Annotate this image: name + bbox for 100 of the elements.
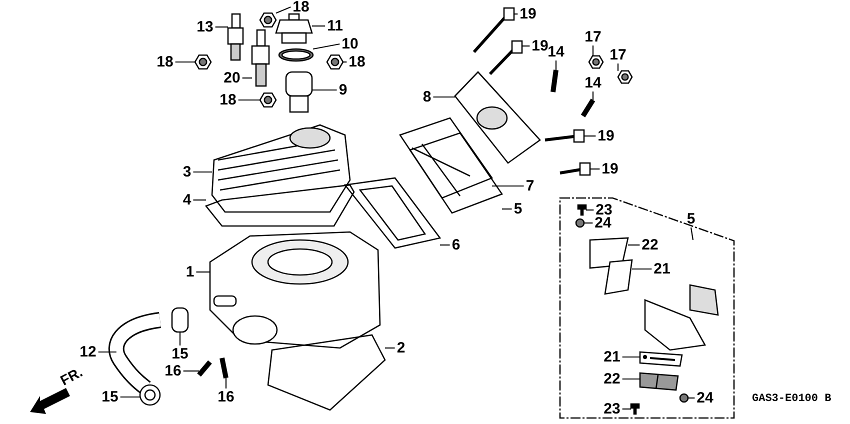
leader-line [343, 61, 347, 63]
callout-number: 1 [186, 264, 194, 280]
callout-number: 24 [594, 216, 612, 230]
front-label: FR. [58, 364, 85, 388]
leader-line [120, 396, 140, 398]
leader-line [622, 378, 640, 380]
o-ring-drawing [278, 48, 314, 62]
clamp-drawing [139, 384, 161, 406]
leader-line [385, 347, 395, 349]
callout-number: 14 [548, 44, 564, 60]
stud-drawing [197, 360, 212, 377]
callout-number: 14 [584, 76, 602, 90]
callout-number: 13 [196, 20, 214, 34]
callout-number: 23 [604, 402, 620, 416]
callout-number: 18 [348, 54, 366, 70]
leader-line [215, 26, 228, 28]
bolt-drawing [560, 162, 591, 176]
washer-drawing [575, 218, 585, 228]
callout-number: 10 [342, 36, 358, 52]
leader-line [193, 171, 212, 173]
leader-line [622, 356, 640, 358]
leader-line [586, 209, 594, 211]
callout-number: 16 [218, 390, 234, 404]
callout-number: 19 [598, 128, 614, 144]
leader-line [433, 96, 455, 98]
nut-drawing [617, 70, 633, 84]
leader-line [632, 268, 652, 270]
leader-line [440, 244, 450, 246]
callout-number: 18 [292, 0, 310, 14]
callout-number: 17 [584, 30, 602, 44]
stud-drawing [550, 70, 558, 92]
leader-line [622, 408, 631, 410]
leader-line [179, 332, 181, 346]
leader-line [312, 89, 337, 91]
stud-drawing [220, 358, 228, 378]
gasket-drawing [409, 132, 503, 214]
bolt-drawing [472, 7, 515, 53]
leader-line [183, 370, 199, 372]
drawing-code: GAS3-E0100 B [752, 393, 832, 405]
leader-line [628, 244, 640, 246]
callout-number: 12 [80, 344, 96, 360]
callout-number: 2 [396, 340, 406, 356]
leader-line [617, 64, 619, 71]
clamp-drawing [171, 307, 189, 333]
leader-line [690, 227, 694, 240]
leader-line [592, 46, 594, 56]
leader-line [225, 378, 227, 388]
gasket-drawing [204, 184, 355, 227]
nut-drawing [259, 92, 277, 108]
callout-number: 19 [520, 6, 536, 22]
leader-line [312, 43, 340, 50]
nut-drawing [194, 54, 212, 70]
gasket-drawing [344, 177, 442, 249]
leader-line [592, 92, 594, 100]
callout-number: 18 [156, 54, 174, 70]
callout-number: 17 [610, 48, 626, 62]
callout-number: 3 [182, 164, 192, 180]
leader-line [98, 351, 116, 353]
callout-number: 23 [596, 202, 612, 218]
leader-line [492, 185, 524, 187]
callout-number: 5 [514, 202, 522, 216]
leader-line [688, 397, 695, 399]
callout-number: 8 [422, 90, 432, 104]
leader-line [514, 13, 518, 15]
leader-line [276, 6, 291, 14]
cylinder-head-drawing [211, 124, 351, 213]
reed-valve-drawing [399, 117, 493, 199]
leader-line [502, 208, 512, 210]
nut-drawing [588, 55, 604, 69]
callout-number: 21 [654, 262, 670, 276]
fitting-drawing [275, 13, 313, 44]
spark-plug-drawing [251, 29, 270, 87]
callout-number: 19 [602, 162, 618, 176]
screw-drawing [577, 204, 587, 216]
reed-drawing [639, 351, 683, 367]
leader-line [590, 168, 600, 170]
callout-number: 20 [224, 70, 240, 86]
callout-number: 21 [604, 350, 620, 364]
callout-number: 18 [220, 92, 236, 108]
callout-number: 15 [102, 390, 118, 404]
callout-number: 7 [526, 178, 534, 194]
leader-line [584, 222, 593, 224]
callout-number: 4 [182, 192, 192, 208]
callout-number: 9 [338, 82, 348, 98]
nut-drawing [326, 54, 344, 70]
leader-line [175, 61, 195, 63]
gasket-drawing [267, 334, 386, 411]
screw-drawing [630, 403, 640, 415]
nut-drawing [259, 12, 277, 28]
leader-line [312, 25, 326, 27]
leader-line [584, 135, 596, 137]
callout-number: 11 [327, 18, 343, 34]
bolt-drawing [544, 129, 585, 143]
callout-number: 22 [642, 238, 658, 252]
callout-number: 16 [164, 364, 182, 378]
bolt-drawing [488, 40, 523, 76]
union-drawing [285, 71, 313, 113]
callout-number: 22 [604, 372, 620, 386]
leader-line [193, 199, 206, 201]
callout-number: 6 [452, 238, 460, 252]
